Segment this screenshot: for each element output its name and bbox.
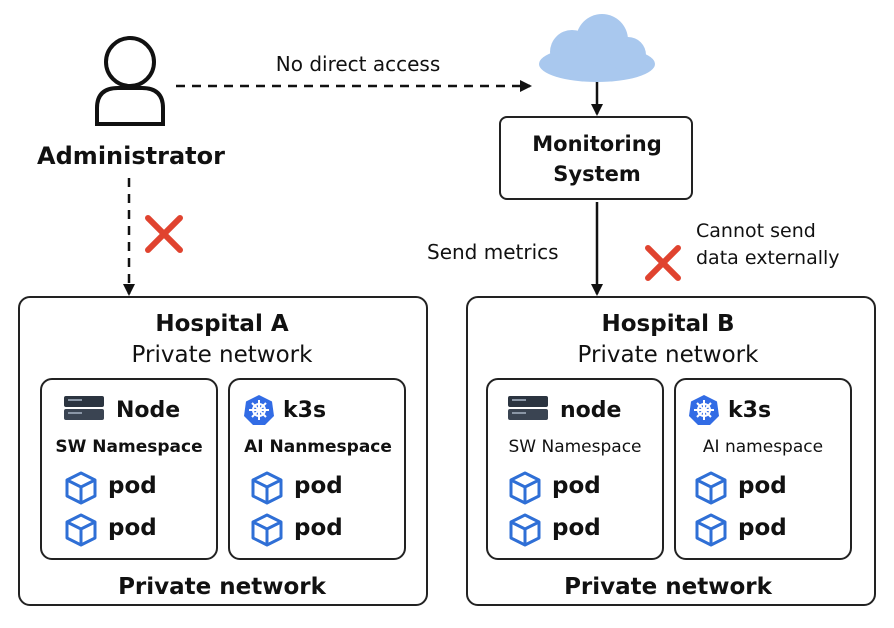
pod-label: pod <box>108 473 157 499</box>
pod-label: pod <box>294 473 343 499</box>
hospital-b-footer: Private network <box>564 574 772 600</box>
server-icon <box>508 396 548 420</box>
pod-icon <box>65 471 97 505</box>
hospital-b-sw-namespace-label: SW Namespace <box>508 437 642 457</box>
pod-label: pod <box>552 473 601 499</box>
pod-label: pod <box>552 515 601 541</box>
kubernetes-icon <box>689 395 719 425</box>
pod-icon <box>251 513 283 547</box>
hospital-a-ai-namespace-label: AI Nanmespace <box>244 437 392 457</box>
pod-label: pod <box>108 515 157 541</box>
hospital-b-sw-namespace[interactable] <box>486 378 664 560</box>
pod-label: pod <box>294 515 343 541</box>
hospital-b-node-label: node <box>560 398 622 423</box>
pod-label: pod <box>738 473 787 499</box>
monitoring-title-line1: Monitoring <box>532 132 662 156</box>
hospital-a-k3s-label: k3s <box>283 398 327 423</box>
hospital-b-title: Hospital B <box>601 311 735 337</box>
no-direct-access-label: No direct access <box>275 52 441 76</box>
server-icon <box>64 396 104 420</box>
person-icon <box>95 36 165 126</box>
pod-icon <box>509 513 541 547</box>
hospital-b-k3s-label: k3s <box>728 398 772 423</box>
pod-label: pod <box>738 515 787 541</box>
blocked-cross-icon <box>145 215 183 253</box>
hospital-b-ai-namespace[interactable] <box>674 378 852 560</box>
pod-icon <box>695 513 727 547</box>
monitoring-title-line2: System <box>553 162 641 186</box>
hospital-a-sw-namespace[interactable] <box>40 378 218 560</box>
pod-icon <box>695 471 727 505</box>
monitoring-system-box[interactable]: Monitoring System <box>499 116 693 200</box>
hospital-a-footer: Private network <box>118 574 326 600</box>
hospital-a-title: Hospital A <box>155 311 289 337</box>
hospital-a-node-label: Node <box>116 398 181 423</box>
pod-icon <box>251 471 283 505</box>
send-metrics-label: Send metrics <box>427 240 559 264</box>
hospital-b-ai-namespace-label: AI namespace <box>702 437 824 457</box>
hospital-a-subtitle: Private network <box>131 342 313 368</box>
administrator-label: Administrator <box>37 142 225 170</box>
cannot-send-label-line2: data externally <box>696 247 840 269</box>
hospital-b-subtitle: Private network <box>577 342 759 368</box>
hospital-b-box[interactable] <box>466 296 876 606</box>
pod-icon <box>509 471 541 505</box>
cannot-send-label-line1: Cannot send <box>696 220 816 242</box>
blocked-cross-icon <box>645 245 681 281</box>
hospital-a-box[interactable] <box>18 296 428 606</box>
pod-icon <box>65 513 97 547</box>
hospital-a-sw-namespace-label: SW Namespace <box>55 437 203 457</box>
kubernetes-icon <box>244 395 274 425</box>
cloud-icon <box>539 14 655 82</box>
hospital-a-ai-namespace[interactable] <box>228 378 406 560</box>
